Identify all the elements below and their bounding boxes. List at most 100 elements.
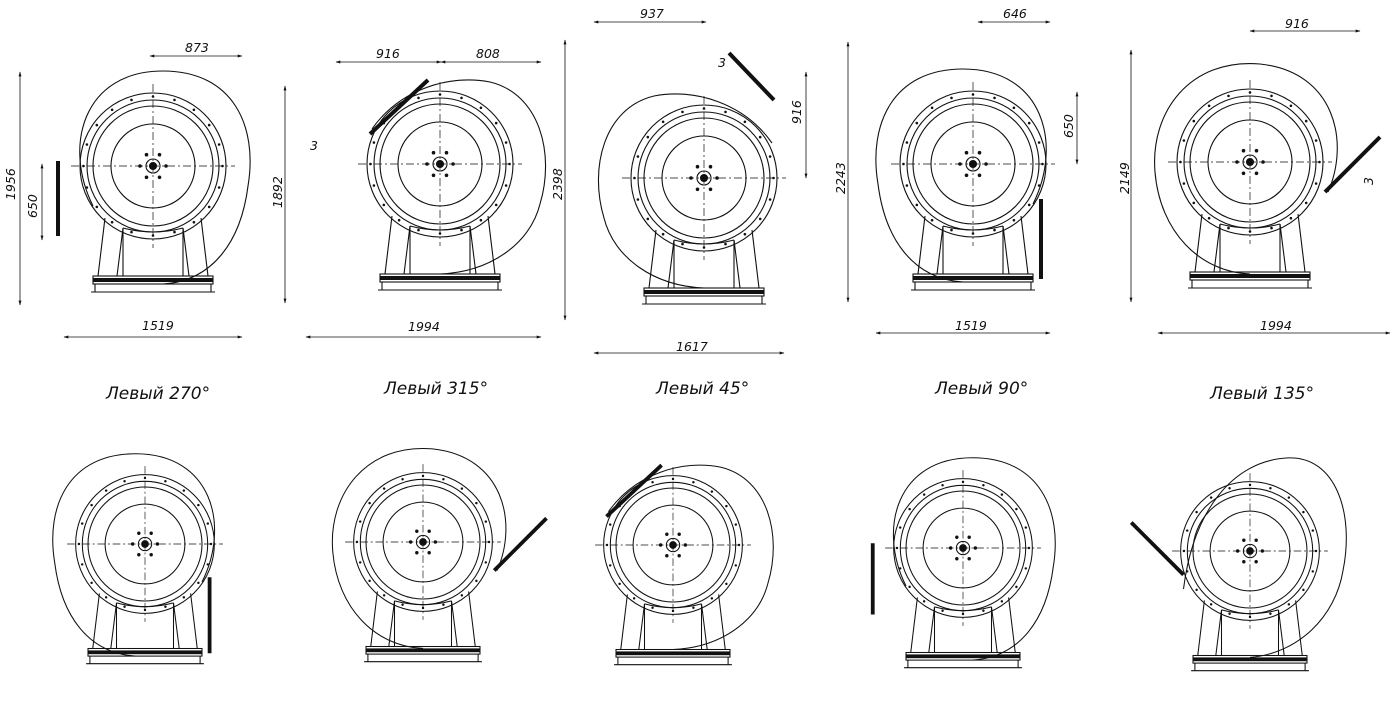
- bolt: [1302, 510, 1305, 514]
- bolt: [1287, 603, 1291, 606]
- bolt: [442, 477, 445, 481]
- bolt: [898, 567, 902, 570]
- hub-bolt: [977, 150, 982, 155]
- bolt: [1209, 496, 1213, 499]
- leg-left: [910, 597, 936, 654]
- bolt: [182, 596, 186, 599]
- bolt: [130, 98, 133, 102]
- dims-view-2: 916 808 1994 1892 3: [270, 46, 500, 334]
- leg-left: [1194, 213, 1221, 273]
- bolt: [1270, 94, 1273, 98]
- leg-left: [92, 593, 118, 650]
- bolt: [1015, 585, 1018, 589]
- bolt: [460, 228, 463, 232]
- bolt: [504, 184, 508, 187]
- bolt: [368, 579, 371, 583]
- bolt: [1024, 567, 1028, 570]
- hub-outer: [665, 537, 681, 553]
- bolt: [1182, 182, 1186, 185]
- bolt: [1227, 94, 1230, 98]
- hub-bolt: [964, 150, 969, 155]
- hub-bolt: [431, 173, 436, 178]
- bolt: [982, 483, 985, 487]
- bolt: [636, 198, 640, 201]
- hub-bolt: [1254, 171, 1259, 176]
- bolt: [661, 120, 665, 124]
- dim-top: 873: [185, 40, 209, 55]
- bolt: [95, 123, 99, 127]
- caption-left-270: Левый 270°: [105, 384, 210, 404]
- bolt: [768, 155, 772, 158]
- outlet-flange: [1129, 521, 1185, 577]
- bolt: [442, 603, 445, 607]
- bolt: [1311, 570, 1315, 573]
- bolt: [173, 98, 176, 102]
- bolt: [1227, 226, 1230, 230]
- bolt: [90, 503, 93, 507]
- bolt: [95, 205, 99, 209]
- base-bar: [93, 278, 213, 282]
- bolt: [192, 108, 196, 112]
- hub-outer: [955, 540, 971, 556]
- captions: Левый 270° Левый 315° Левый 45° Левый 90…: [105, 379, 1314, 404]
- bolt: [417, 228, 420, 232]
- base-bar: [913, 276, 1033, 280]
- fan-view-4: [875, 68, 1055, 291]
- bolt: [905, 141, 909, 144]
- bolt: [1207, 216, 1211, 220]
- bolt: [417, 96, 420, 100]
- bolt: [207, 123, 211, 127]
- bolt: [743, 232, 747, 236]
- fan-view-10: [1129, 457, 1347, 672]
- bolt: [1000, 493, 1004, 496]
- hub-outer: [1242, 543, 1258, 559]
- bolt: [1185, 529, 1189, 532]
- caption-left-315: Левый 315°: [383, 379, 488, 399]
- flange-outer: [893, 478, 1033, 618]
- bolt: [484, 520, 488, 523]
- dim-left-inner: 650: [25, 194, 40, 218]
- bolt: [1304, 201, 1308, 205]
- bolt: [1012, 106, 1016, 110]
- bolt: [1192, 201, 1196, 205]
- dim-small: 3: [1361, 177, 1376, 185]
- base-bar: [644, 290, 764, 294]
- hub-bolt: [695, 164, 700, 169]
- bolt: [651, 480, 654, 484]
- bolt: [922, 493, 926, 496]
- bolt: [484, 561, 488, 564]
- dim-top-right: 808: [476, 46, 500, 61]
- leg-bridge: [934, 606, 992, 612]
- hub-bolt: [1242, 538, 1246, 542]
- dim-bottom: 1617: [676, 339, 708, 354]
- bolt: [104, 596, 108, 599]
- bolt: [758, 135, 762, 139]
- leg-bridge: [942, 225, 1004, 231]
- leg-right: [733, 229, 760, 289]
- outlet-flange: [605, 463, 663, 518]
- bolt: [941, 609, 944, 613]
- leg-right: [1277, 600, 1303, 657]
- hub-bolt: [444, 150, 449, 155]
- hub-bolt: [149, 531, 153, 535]
- dims-view-5: 916 2149 3 1994: [1117, 16, 1376, 333]
- hub-bolt: [137, 531, 141, 535]
- bolt: [173, 230, 176, 234]
- hub-bolt: [415, 529, 419, 533]
- bolt: [1015, 507, 1018, 511]
- hub-bolt: [677, 554, 681, 558]
- leg-left: [917, 215, 944, 275]
- bolt: [661, 232, 665, 236]
- hub-bolt: [427, 551, 431, 555]
- dim-left-outer: 1892: [270, 176, 285, 208]
- dim-top: 646: [1003, 6, 1027, 21]
- leg-bridge: [644, 603, 702, 609]
- bolt: [681, 110, 684, 114]
- hub-bolt: [984, 162, 988, 166]
- bolt: [85, 186, 89, 189]
- bolt: [80, 563, 84, 566]
- hub-bolt: [1254, 148, 1259, 153]
- hub-bolt: [708, 164, 713, 169]
- bolt: [724, 242, 727, 246]
- flange-outer: [1180, 481, 1320, 621]
